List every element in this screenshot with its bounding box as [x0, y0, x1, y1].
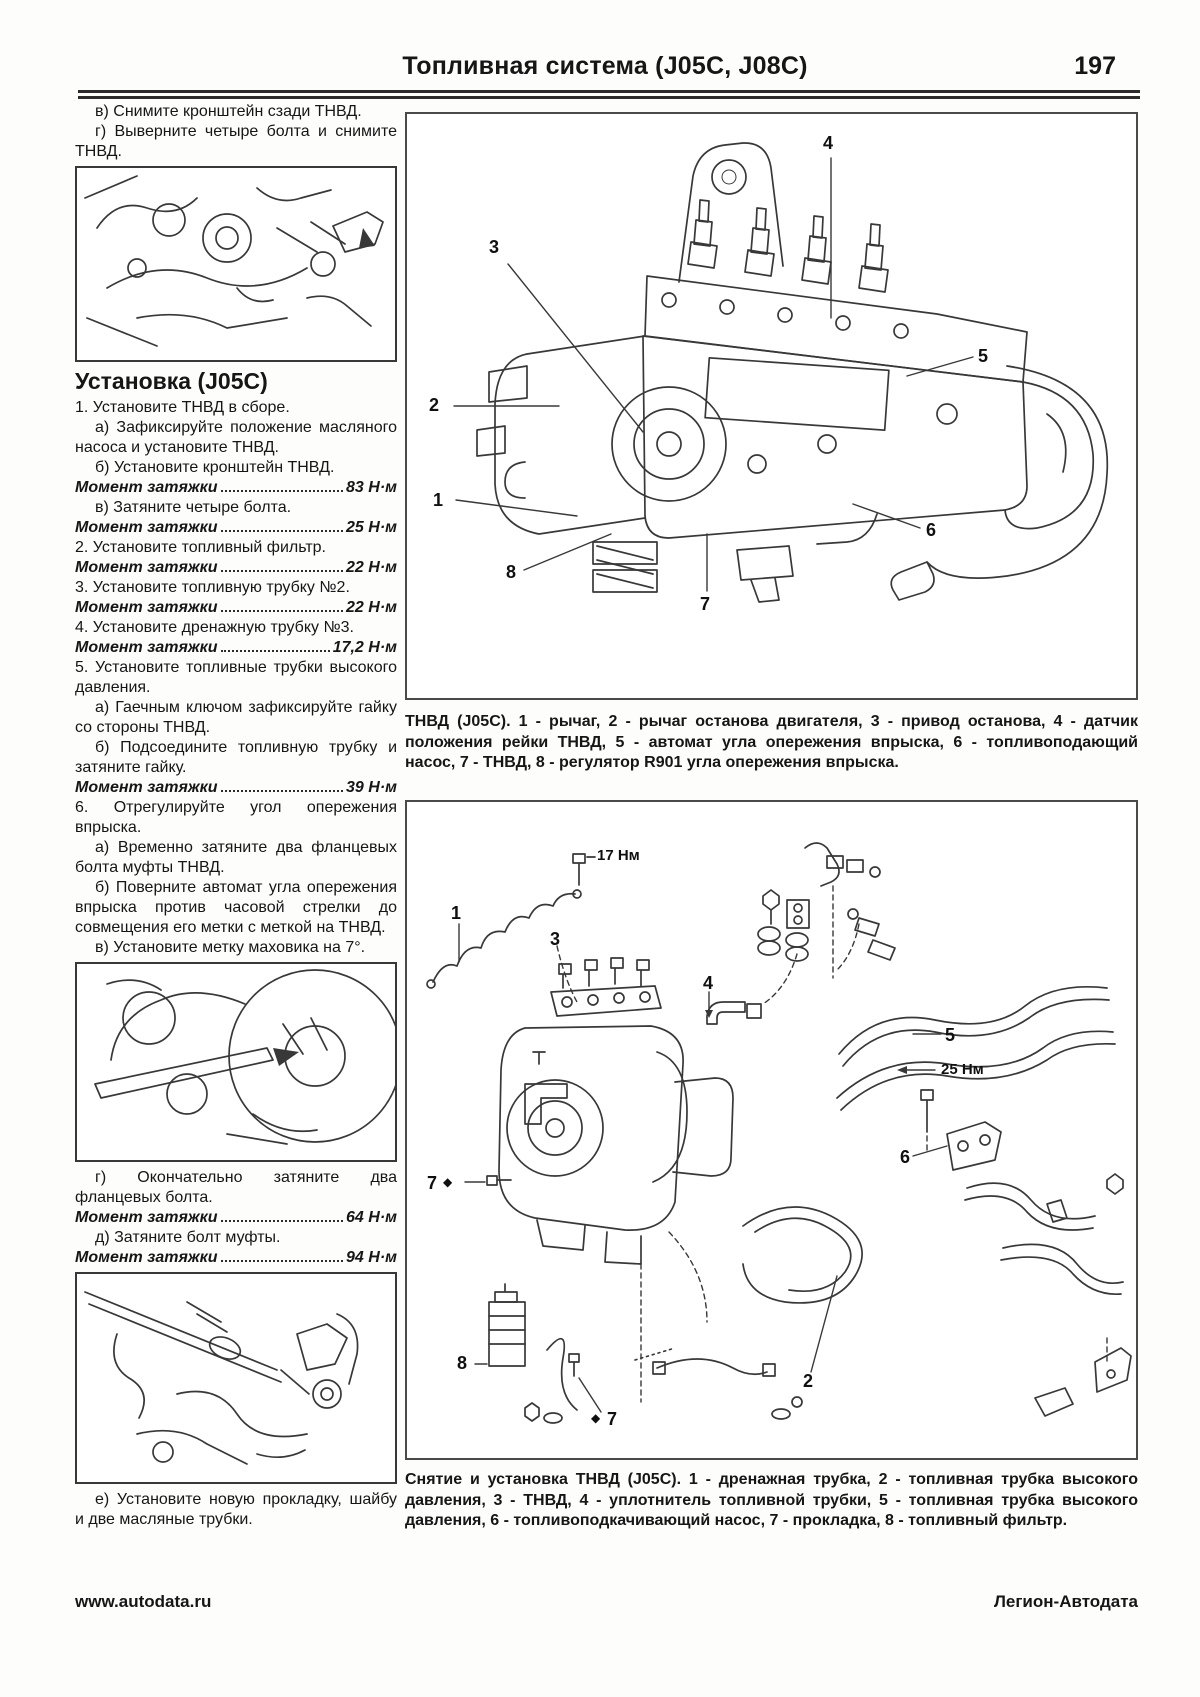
callout-2: 2 [803, 1371, 814, 1391]
torque-spec: Момент затяжки 17,2 Н·м [75, 638, 397, 658]
step-line: б) Подсоедините топливную трубку и затян… [75, 739, 397, 776]
callout-2: 2 [429, 395, 440, 415]
dotted-leader [220, 479, 344, 492]
callout-7b: 7 [607, 1409, 618, 1429]
step-line: 5. Установите топливные трубки высокого … [75, 659, 397, 696]
figure-flywheel-photo [75, 962, 397, 1162]
figure-oil-pipes-photo [75, 1272, 397, 1484]
torque-label: Момент затяжки [75, 479, 218, 496]
oil-pipes-sketch [84, 1291, 359, 1465]
flywheel-sketch [94, 969, 395, 1145]
step-line: в) Снимите кронштейн сзади ТНВД. [95, 103, 362, 120]
torque-spec: Момент затяжки 83 Н·м [75, 478, 397, 498]
torque-label: Момент затяжки [75, 559, 218, 576]
dotted-leader [220, 779, 344, 792]
torque-spec: Момент затяжки 64 Н·м [75, 1208, 397, 1228]
callout-1: 1 [451, 903, 462, 923]
figure-pump-assembly: 3 4 2 1 5 6 7 8 [405, 112, 1138, 700]
pump-assembly-drawing [453, 142, 1109, 603]
torque-value: 83 Н·м [346, 479, 397, 496]
diamond-marker: ◆ [591, 1411, 601, 1425]
section-title: Установка (J05C) [75, 368, 268, 394]
torque-value: 22 Н·м [346, 599, 397, 616]
step-line: 4. Установите дренажную трубку №3. [75, 619, 354, 636]
step-line: а) Зафиксируйте положение масляного насо… [75, 419, 397, 456]
step-line: 1. Установите ТНВД в сборе. [75, 399, 290, 416]
callout-4: 4 [703, 973, 714, 993]
dotted-leader [220, 639, 330, 652]
torque-label: Момент затяжки [75, 639, 218, 656]
callout-5: 5 [978, 346, 989, 366]
dotted-leader [220, 1209, 344, 1222]
figure-engine-photo [75, 166, 397, 362]
step-line: а) Гаечным ключом зафиксируйте гайку со … [75, 699, 397, 736]
figure-pump-removal: 17 Нм 25 Нм 1 3 4 5 6 7 8 7 2 ◆ ◆ [405, 800, 1138, 1460]
torque-spec: Момент затяжки 39 Н·м [75, 778, 397, 798]
dotted-leader [220, 519, 344, 532]
step-line: 6. Отрегулируйте угол опережения впрыска… [75, 799, 397, 836]
callout-4: 4 [823, 133, 834, 153]
torque-note-25nm: 25 Нм [941, 1061, 984, 1078]
step-line: д) Затяните болт муфты. [95, 1229, 281, 1246]
torque-value: 64 Н·м [346, 1209, 397, 1226]
figure1-caption: ТНВД (J05C). 1 - рычаг, 2 - рычаг остано… [405, 713, 1138, 771]
step-line: 2. Установите топливный фильтр. [75, 539, 326, 556]
diamond-marker: ◆ [443, 1175, 453, 1189]
header-rule [78, 90, 1140, 99]
step-line: б) Поверните автомат угла опережения впр… [75, 879, 397, 936]
callout-3: 3 [550, 929, 561, 949]
step-line: а) Временно затяните два фланцевых болта… [75, 839, 397, 876]
callout-7: 7 [700, 594, 711, 614]
torque-label: Момент затяжки [75, 599, 218, 616]
callout-5: 5 [945, 1025, 956, 1045]
torque-spec: Момент затяжки 22 Н·м [75, 598, 397, 618]
callout-8: 8 [506, 562, 517, 582]
step-line: г) Окончательно затяните два фланцевых б… [75, 1169, 397, 1206]
torque-label: Момент затяжки [75, 779, 218, 796]
callout-3: 3 [489, 237, 500, 257]
torque-note-17nm: 17 Нм [597, 847, 640, 864]
step-line: в) Затяните четыре болта. [95, 499, 292, 516]
torque-label: Момент затяжки [75, 1249, 218, 1266]
torque-value: 25 Н·м [346, 519, 397, 536]
figure2-caption: Снятие и установка ТНВД (J05C). 1 - дрен… [405, 1471, 1138, 1529]
step-line: в) Установите метку маховика на 7°. [95, 939, 366, 956]
callout-6: 6 [926, 520, 937, 540]
torque-value: 94 Н·м [346, 1249, 397, 1266]
torque-label: Момент затяжки [75, 519, 218, 536]
torque-value: 17,2 Н·м [332, 639, 397, 656]
callout-1: 1 [433, 490, 444, 510]
torque-spec: Момент затяжки 25 Н·м [75, 518, 397, 538]
step-line: б) Установите кронштейн ТНВД. [95, 459, 335, 476]
dotted-leader [220, 599, 344, 612]
left-column: в) Снимите кронштейн сзади ТНВД. г) Выве… [75, 102, 397, 1530]
step-line: 3. Установите топливную трубку №2. [75, 579, 350, 596]
page-title: Топливная система (J05C, J08C) [402, 52, 808, 80]
dotted-leader [220, 1249, 344, 1262]
footer-website: www.autodata.ru [75, 1592, 212, 1611]
page-number: 197 [1074, 52, 1116, 80]
dotted-leader [220, 559, 344, 572]
callout-8: 8 [457, 1353, 468, 1373]
torque-value: 39 Н·м [346, 779, 397, 796]
callout-7: 7 [427, 1173, 438, 1193]
torque-label: Момент затяжки [75, 1209, 218, 1226]
pump-exploded-drawing [426, 842, 1132, 1424]
torque-spec: Момент затяжки 94 Н·м [75, 1248, 397, 1268]
torque-spec: Момент затяжки 22 Н·м [75, 558, 397, 578]
step-line: е) Установите новую прокладку, шайбу и д… [75, 1491, 397, 1528]
step-line: г) Выверните четыре болта и снимите ТНВД… [75, 123, 397, 160]
torque-value: 22 Н·м [346, 559, 397, 576]
callout-6: 6 [900, 1147, 911, 1167]
footer-publisher: Легион-Автодата [993, 1592, 1138, 1611]
engine-sketch [84, 175, 384, 347]
